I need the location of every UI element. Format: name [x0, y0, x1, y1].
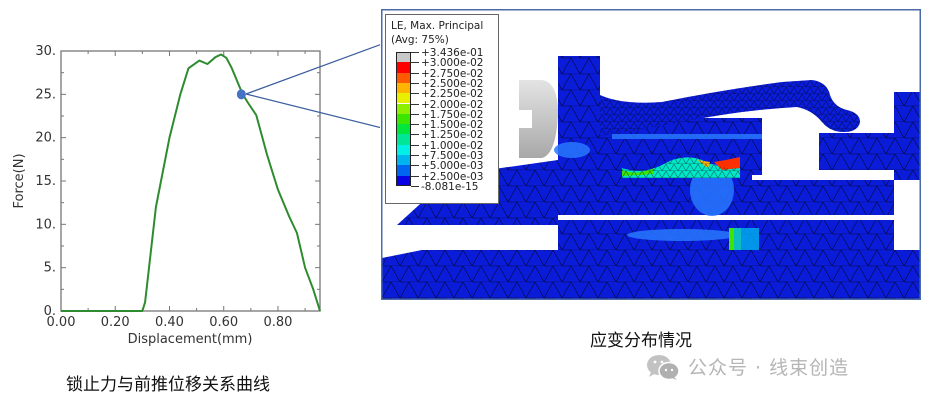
legend-value: +2.750e-02 [421, 67, 484, 80]
base-plate-part [382, 250, 920, 299]
callout-line-lower [245, 93, 380, 129]
fea-mesh-render [382, 10, 920, 299]
legend-color-swatch [396, 113, 411, 125]
legend-color-swatch [396, 134, 411, 145]
fea-caption: 应变分布情况 [590, 331, 692, 351]
grey-pin-part [519, 80, 558, 158]
latch-arm-part [600, 80, 860, 136]
y-tick-label: 20. [35, 131, 56, 146]
legend-tick [411, 185, 419, 187]
legend-tick [411, 134, 419, 136]
legend-tick [411, 52, 419, 53]
x-tick-label: 0.00 [47, 315, 76, 330]
watermark: 公众号 · 线束创造 [646, 353, 849, 380]
legend-colorbar-outline [396, 52, 411, 186]
legend-color-swatch [396, 103, 411, 114]
legend-color-swatch [396, 144, 411, 155]
legend-color-swatch [396, 175, 411, 186]
legend-tick [411, 72, 419, 74]
y-tick-label: 5. [44, 261, 56, 276]
legend-value: +2.500e-03 [421, 170, 484, 183]
legend-value: +3.000e-02 [421, 57, 484, 70]
legend-color-swatch [396, 82, 411, 94]
legend-tick [411, 155, 419, 156]
x-tick-label: 0.40 [155, 315, 184, 330]
legend-value: +2.250e-02 [421, 88, 484, 101]
fea-strain-contour-panel: LE, Max. Principal (Avg: 75%) +3.436e-01… [381, 9, 921, 300]
y-tick-label: 15. [35, 174, 56, 189]
legend-color-swatch [396, 155, 411, 166]
legend-tick [411, 175, 419, 177]
x-axis-title: Displacement(mm) [128, 332, 253, 347]
y-tick-label: 0. [44, 304, 56, 319]
legend-value: +1.000e-02 [421, 139, 484, 152]
watermark-text: 公众号 · 线束创造 [688, 357, 850, 379]
legend-title-line2: (Avg: 75%) [391, 34, 449, 46]
legend-color-swatch [396, 124, 411, 135]
legend-value: +2.500e-02 [421, 77, 484, 90]
legend-tick [411, 82, 419, 84]
x-tick-label: 0.20 [101, 315, 130, 330]
legend-value: +1.500e-02 [421, 119, 484, 132]
chart-caption: 锁止力与前推位移关系曲线 [66, 375, 270, 395]
legend-color-swatch [396, 62, 411, 73]
callout-line-upper [245, 44, 380, 95]
y-tick-label: 30. [35, 44, 56, 59]
legend-tick [411, 113, 419, 115]
legend-tick [411, 144, 419, 146]
legend-value: +7.500e-03 [421, 150, 484, 162]
legend-tick [411, 62, 419, 64]
legend-value: +3.436e-01 [421, 47, 484, 59]
y-tick-label: 25. [35, 87, 56, 102]
housing-body-part [397, 56, 920, 252]
y-tick-label: 10. [35, 217, 56, 232]
legend-tick [411, 124, 419, 126]
legend-color-swatch [396, 72, 411, 83]
x-tick-label: 0.60 [209, 315, 238, 330]
legend-color-swatch [396, 52, 411, 63]
legend-value: +1.250e-02 [421, 129, 484, 142]
chart-tick-labels: 0. 5. 10. 15. 20. 25. 30. 0.00 0.20 0.40 0.60 0.80 [35, 44, 292, 330]
selected-point-marker [236, 89, 246, 100]
x-tick-label: 0.80 [263, 315, 292, 330]
legend-color-swatch [396, 93, 411, 104]
legend-tick [411, 103, 419, 105]
wechat-icon [647, 354, 680, 380]
legend-value: -8.081e-15 [421, 180, 479, 193]
legend-value: +5.000e-03 [421, 160, 484, 173]
legend-tick [411, 165, 419, 167]
chart-axes [60, 50, 321, 312]
legend-value: +1.750e-02 [421, 108, 484, 121]
legend-tick [411, 93, 419, 95]
strain-legend: LE, Max. Principal (Avg: 75%) +3.436e-01… [385, 14, 499, 204]
legend-title-line1: LE, Max. Principal [391, 20, 484, 32]
legend-value: +2.000e-02 [421, 98, 484, 111]
high-strain-contact-zone [622, 157, 759, 250]
force-curve-line [61, 53, 321, 312]
y-axis-title: Force(N) [12, 153, 27, 208]
legend-color-swatch [396, 165, 411, 176]
